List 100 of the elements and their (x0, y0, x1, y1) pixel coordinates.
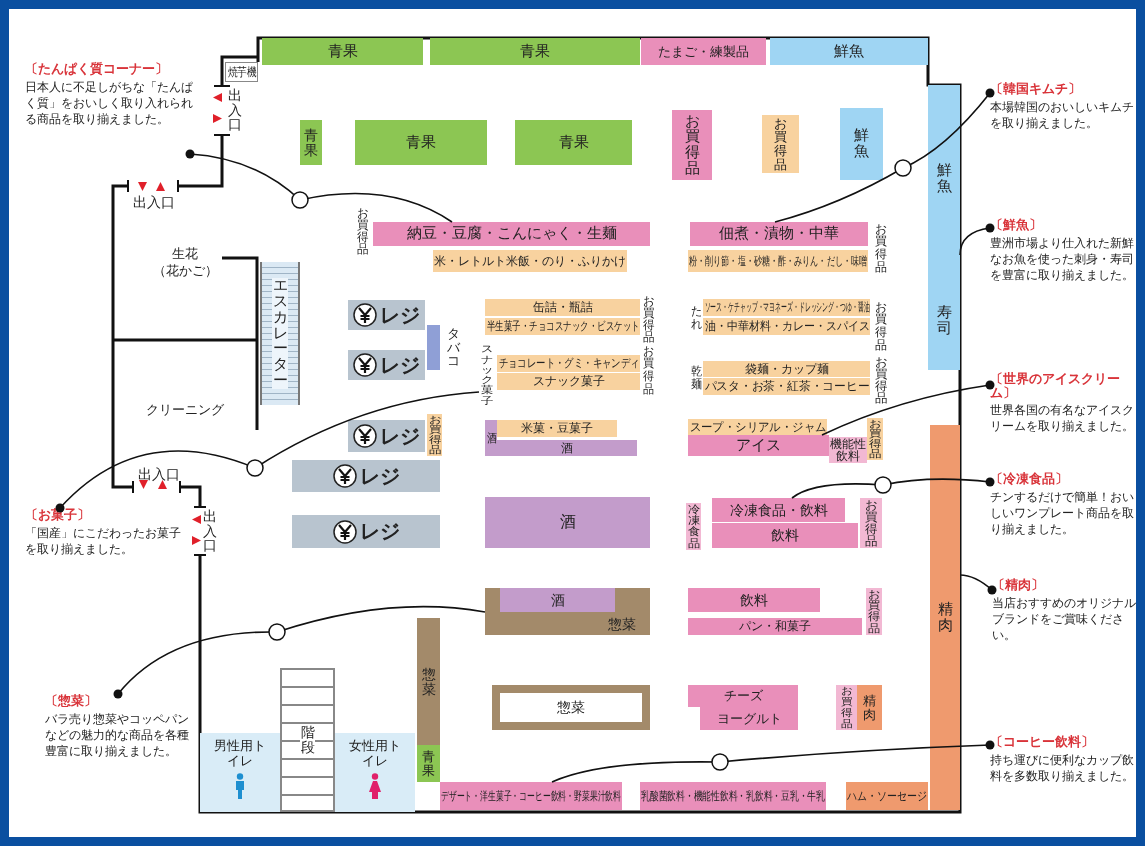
product-shelf: 青果 (417, 745, 440, 782)
product-shelf: 寿司 (928, 272, 960, 370)
shelf-label: お買得品 (874, 222, 888, 274)
leader-line (55, 391, 480, 513)
escalator-label: エスカレーター (272, 278, 288, 389)
leader-line (185, 149, 453, 223)
leader-line (959, 574, 997, 595)
product-shelf: 乳酸菌飲料・機能性飲料・乳飲料・豆乳・牛乳 (640, 782, 826, 810)
product-shelf: 青果 (430, 38, 640, 65)
callout-text: 世界各国の有名なアイスクリームを取り揃えました。 (990, 402, 1135, 435)
callout-text: バラ売り惣菜やコッペパンなどの魅力的な商品を各種豊富に取り揃えました。 (45, 710, 190, 760)
escalator-drawing (260, 262, 300, 405)
product-shelf: ヨーグルト (700, 707, 798, 730)
leader-line (791, 477, 995, 499)
product-shelf: 青果 (355, 120, 487, 165)
product-shelf: 青果 (300, 120, 322, 165)
room-label: （花かご） (152, 263, 218, 280)
register-label: レジ (359, 465, 400, 487)
product-shelf: 冷凍食品・飲料 (712, 498, 845, 522)
shelf-label: お買得品 (874, 355, 888, 405)
prepared-food-shelf: 惣菜 (492, 685, 650, 730)
product-shelf: 米菓・豆菓子 (497, 420, 617, 437)
product-shelf: 鮮魚 (840, 108, 883, 180)
product-shelf: お買得品 (866, 588, 882, 635)
room-label: クリーニング (146, 401, 224, 419)
shelf-label: お買得品 (641, 294, 655, 344)
callout-heading: 〔惣菜〕 (45, 694, 97, 708)
stairs-drawing (280, 668, 335, 812)
product-shelf: 納豆・豆腐・こんにゃく・生麺 (373, 222, 650, 246)
callout-text: 日本人に不足しがちな「たんぱく質」をおいしく取り入れられる商品を取り揃えました。 (25, 78, 193, 128)
callout-text: 「国産」にこだわったお菓子を取り揃えました。 (25, 524, 182, 557)
product-shelf: スナック菓子 (497, 373, 640, 390)
callout-text: 本場韓国のおいしいキムチを取り揃えました。 (990, 98, 1135, 131)
register-label: レジ (359, 521, 400, 542)
shelf-label: 出入口 (227, 86, 243, 134)
restroom-area (200, 733, 280, 812)
product-shelf: パスタ・お茶・紅茶・コーヒー (703, 378, 870, 395)
shelf-label: スナック菓子 (479, 343, 494, 407)
product-shelf: 飲料 (688, 588, 820, 612)
product-shelf: お買得品 (860, 498, 882, 548)
product-shelf: 半生菓子・チョコスナック・ビスケット (485, 318, 640, 335)
callout-text: 豊洲市場より仕入れた新鮮なお魚を使った刺身・寿司を豊富に取り揃えました。 (990, 234, 1135, 284)
callout-heading: 〔世界のアイスクリーム〕 (990, 372, 1121, 400)
product-shelf: デザート・洋生菓子・コーヒー飲料・野菜果汁飲料 (440, 782, 622, 810)
product-shelf: 米・レトルト米飯・のり・ふりかけ (433, 250, 627, 272)
product-shelf: たまご・練製品 (641, 38, 766, 65)
shelf-label: 出入口 (202, 507, 218, 555)
checkout-counter (292, 515, 440, 548)
product-shelf: 袋麺・カップ麺 (703, 361, 870, 377)
callout-text: チンするだけで簡単！おいしいワンプレート商品を取り揃えました。 (990, 488, 1135, 538)
entrance-label: 出入口 (136, 466, 181, 482)
callout-heading: 〔鮮魚〕 (990, 218, 1042, 232)
product-shelf: 鮮魚 (928, 85, 960, 272)
product-shelf: 飲料 (712, 523, 858, 548)
product-shelf: 酒 (485, 497, 650, 548)
stairs-label: 階段 (300, 725, 315, 755)
restroom-area (335, 733, 415, 812)
checkout-counter (348, 420, 425, 452)
leader-line (551, 740, 995, 783)
callout-heading: 〔韓国キムチ〕 (990, 82, 1081, 96)
product-shelf: 酒 (500, 588, 615, 612)
product-shelf: パン・和菓子 (688, 618, 862, 635)
leader-line (774, 88, 995, 223)
product-shelf: 佃煮・漬物・中華 (690, 222, 868, 246)
product-shelf: 缶詰・瓶詰 (485, 299, 640, 316)
product-shelf: スープ・シリアル・ジャム (688, 419, 827, 435)
checkout-counter (348, 350, 425, 380)
callout-heading: 〔冷凍食品〕 (990, 472, 1068, 486)
checkout-counter (348, 300, 425, 330)
machine-box: 焼芋機 (225, 62, 258, 82)
product-shelf: 酒 (485, 420, 497, 456)
shelf-label: お買得品 (874, 300, 888, 352)
product-shelf: 青果 (262, 38, 423, 65)
callout-heading: 〔精肉〕 (992, 578, 1044, 592)
product-shelf: お買得品 (762, 115, 799, 173)
product-shelf: 機能性飲料 (829, 437, 867, 463)
product-shelf: お買得品 (867, 418, 883, 460)
shelf-label: 乾麺 (689, 362, 703, 393)
product-shelf: 粉・削り節・塩・砂糖・酢・みりん・だし・味噌 (688, 250, 868, 272)
prepared-food-shelf (485, 588, 650, 635)
shelf-label: タバコ (446, 327, 460, 368)
restroom-label: 男性用トイレ (214, 739, 266, 769)
product-shelf: 油・中華材料・カレー・スパイス (703, 318, 870, 335)
product-shelf: お買得品 (672, 110, 712, 180)
product-shelf: チョコレート・グミ・キャンディ (497, 355, 640, 372)
product-shelf: 精肉 (930, 425, 960, 810)
checkout-counter (292, 460, 440, 492)
product-shelf: 惣菜 (417, 618, 440, 745)
register-label: レジ (380, 304, 420, 326)
product-shelf: チーズ (688, 685, 798, 707)
product-shelf: 鮮魚 (770, 38, 928, 65)
product-shelf: 冷凍食品 (686, 503, 701, 550)
shelf-label: お買得品 (641, 344, 655, 396)
register-label: レジ (380, 354, 420, 376)
product-shelf: お買得品 (836, 685, 857, 730)
product-shelf: 酒 (497, 440, 637, 456)
restroom-label: 女性用トイレ (349, 739, 401, 769)
callout-heading: 〔コーヒー飲料〕 (990, 735, 1094, 749)
leader-line (113, 605, 486, 699)
entrance-label: 出入口 (131, 194, 176, 210)
